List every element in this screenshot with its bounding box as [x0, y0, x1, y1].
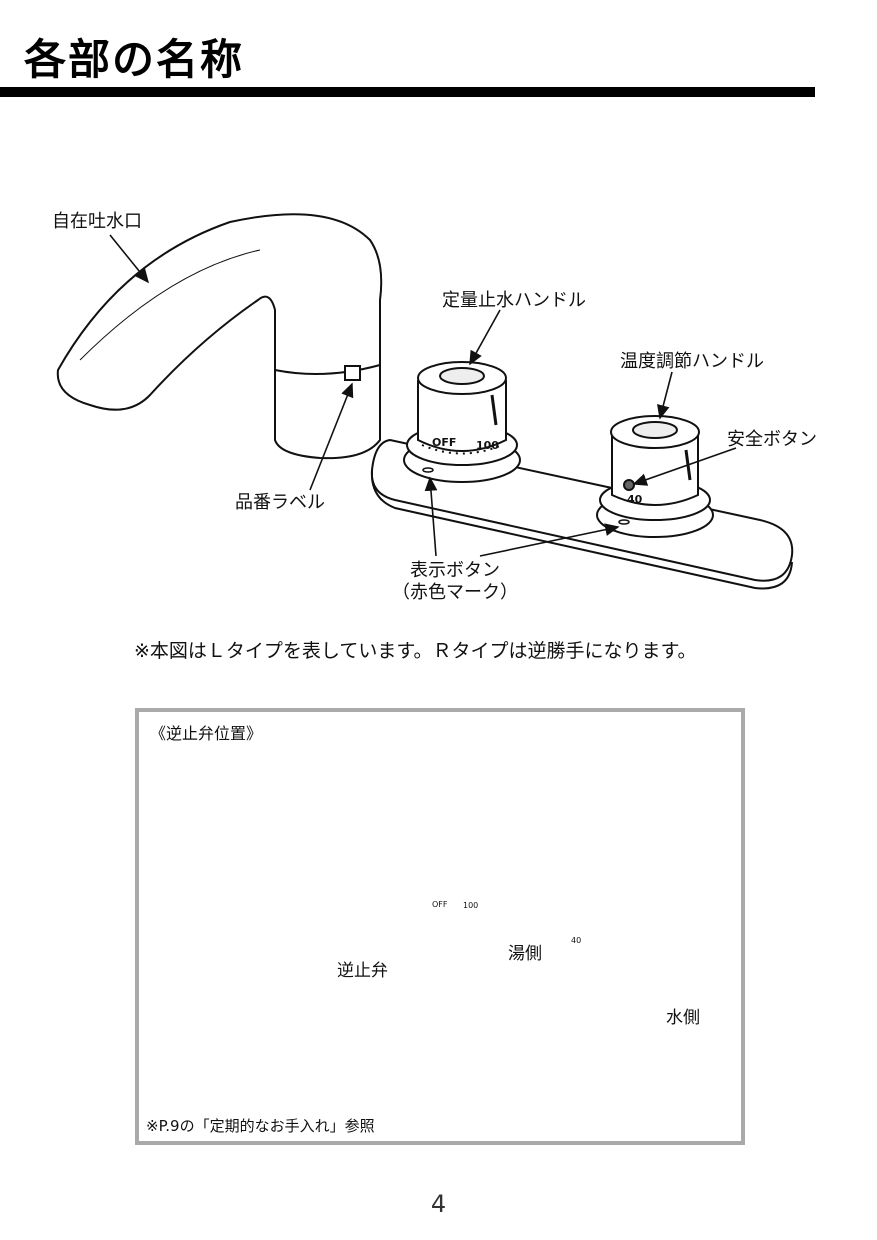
flow-handle-label: 定量止水ハンドル: [442, 290, 586, 311]
check-valve-label: 逆止弁: [337, 961, 388, 981]
check-valve-box: [135, 708, 745, 1145]
spout: [56, 213, 383, 460]
dial-off-text: OFF: [432, 436, 457, 449]
indicator-marks: [422, 467, 630, 525]
type-note: ※本図はＬタイプを表しています。Ｒタイプは逆勝手になります。: [134, 640, 697, 662]
dial-100-text: 100: [476, 439, 499, 452]
hot-side-label: 湯側: [508, 944, 542, 964]
page-number: 4: [430, 1190, 447, 1218]
spout-label: 自在吐水口: [52, 211, 142, 232]
dial-40-text: 40: [627, 493, 643, 506]
leader-lines: [109, 234, 737, 557]
product-label-label: 品番ラベル: [235, 492, 325, 513]
box-dial-40-text: 40: [571, 936, 582, 945]
cold-side-label: 水側: [666, 1008, 700, 1028]
safety-button-label: 安全ボタン: [727, 429, 817, 450]
indicator-button-sublabel: （赤色マーク）: [392, 582, 518, 603]
page-title: 各部の名称: [24, 35, 245, 84]
indicator-button-label: 表示ボタン: [410, 560, 500, 581]
maintenance-reference: ※P.9の「定期的なお手入れ」参照: [146, 1117, 375, 1135]
flow-handle: [403, 361, 521, 483]
temp-handle-label: 温度調節ハンドル: [620, 351, 764, 372]
title-rule: [0, 87, 815, 97]
temp-handle: [596, 415, 714, 538]
box-dial-off-text: OFF: [432, 900, 448, 909]
check-valve-box-title: 《逆止弁位置》: [150, 724, 263, 743]
box-dial-100-text: 100: [463, 901, 479, 910]
